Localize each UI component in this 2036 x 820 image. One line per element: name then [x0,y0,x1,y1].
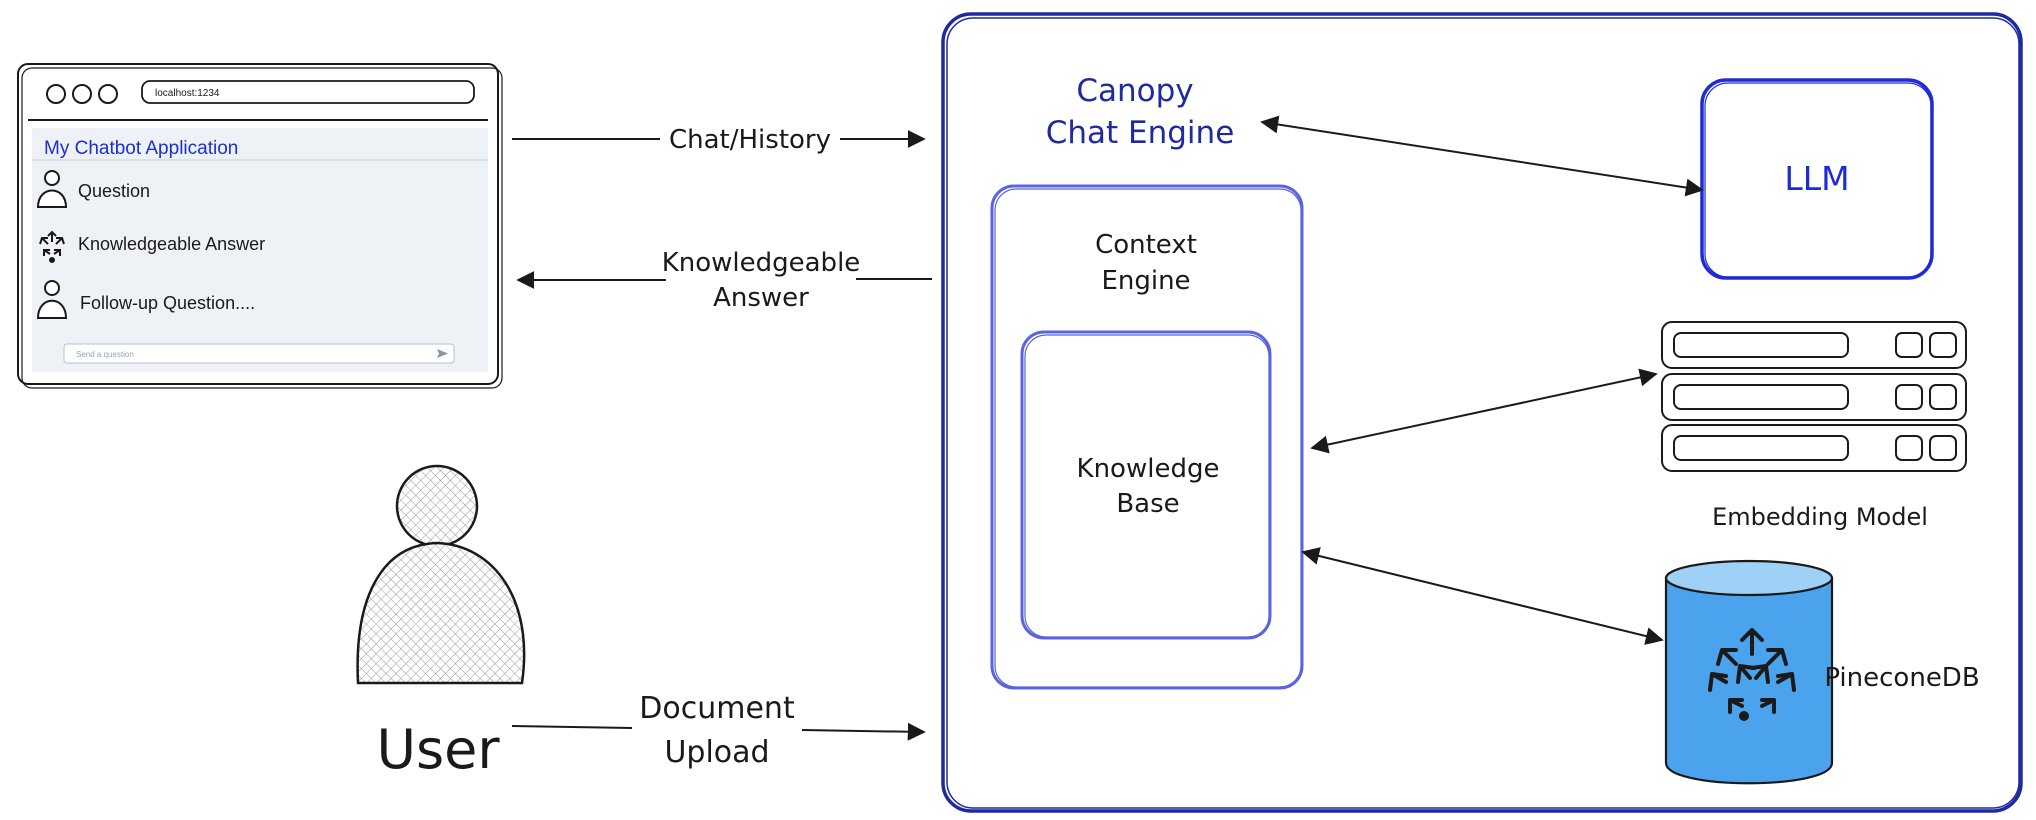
server-rack-icon [1661,321,1967,369]
llm-label: LLM [1784,159,1849,198]
arrow-kb-embedding [1310,368,1658,454]
window-button-minimize[interactable] [72,84,92,104]
arrow-engine-llm [1260,115,1704,197]
arrow-label-upload-line2: Upload [664,735,769,770]
user-label: User [376,718,500,781]
embedding-model-label: Embedding Model [1712,503,1928,531]
engine-title-line2: Chat Engine [1046,115,1235,151]
user-head [395,464,479,548]
message-followup: Follow-up Question.... [36,280,255,319]
app-title: My Chatbot Application [44,138,238,159]
pinecone-logo-icon [39,230,65,263]
user-figure: User [356,464,526,781]
arrow-label-upload-line1: Document [639,691,795,726]
arrow-document-upload: Document Upload [511,691,926,770]
message-text: Question [78,181,150,201]
window-button-close[interactable] [46,84,66,104]
user-icon [36,170,68,208]
pinecone-db [1664,559,1834,785]
pinecone-logo-icon [1708,628,1796,714]
context-engine-line1: Context [1095,230,1197,260]
question-input[interactable] [63,343,455,364]
question-input-placeholder: Send a question [76,350,134,359]
message-text: Knowledgeable Answer [78,234,265,254]
message-question: Question [36,170,150,208]
arrow-knowledgeable-answer: Knowledgeable Answer [516,248,932,313]
arrow-label-answer-line1: Knowledgeable [662,248,861,278]
arrow-label-answer-line2: Answer [713,283,809,313]
pinecone-logo-dot [1739,711,1749,721]
message-text: Follow-up Question.... [80,293,255,313]
server-rack-icon [1661,424,1967,472]
engine-title-line1: Canopy [1076,73,1193,109]
llm-box: LLM [1700,78,1934,280]
server-rack-icon [1661,373,1967,421]
chat-panel [32,128,488,372]
window-button-maximize[interactable] [98,84,118,104]
browser-window: localhost:1234 My Chatbot Application Qu… [17,63,503,389]
knowledge-base-line1: Knowledge [1077,454,1220,484]
pinecone-db-label: PineconeDB [1824,663,1979,693]
knowledge-base: Knowledge Base [1020,330,1272,640]
context-engine: Context Engine [990,184,1304,690]
context-engine-line2: Engine [1101,266,1190,296]
embedding-model [1661,321,1967,472]
arrow-kb-pinecone [1301,547,1664,645]
user-body [356,541,526,685]
arrow-label-chat-history: Chat/History [669,125,831,155]
message-answer: Knowledgeable Answer [39,230,265,263]
arrow-chat-history: Chat/History [512,125,926,155]
user-icon [36,280,68,319]
knowledge-base-line2: Base [1116,489,1179,519]
address-bar-url: localhost:1234 [155,88,220,99]
address-bar[interactable] [141,80,475,104]
canopy-chat-engine: Canopy Chat Engine [941,12,2023,813]
send-icon[interactable] [437,349,448,358]
